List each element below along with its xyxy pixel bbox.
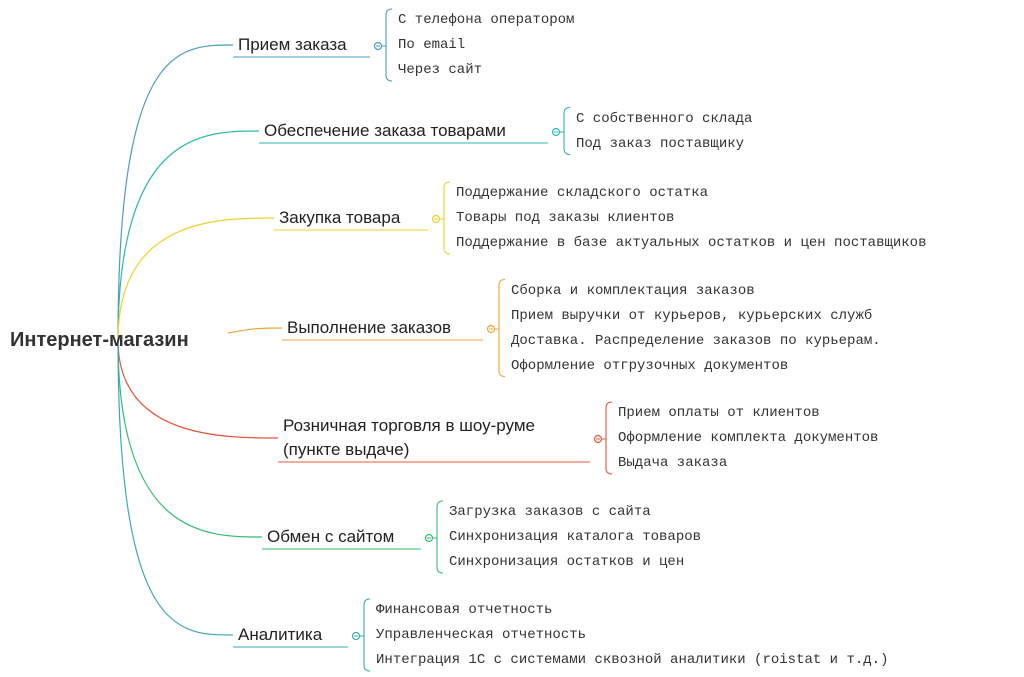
leaf-node[interactable]: Поддержание в базе актуальных остатков и… xyxy=(456,235,927,251)
children-bracket xyxy=(559,106,571,156)
branch-connector-7 xyxy=(117,339,234,636)
leaf-node[interactable]: Сборка и комплектация заказов xyxy=(511,282,755,299)
leaf-node[interactable]: По email xyxy=(398,37,466,53)
leaf-node[interactable]: Прием выручки от курьеров, курьерских сл… xyxy=(511,307,873,324)
leaf-node[interactable]: Через сайт xyxy=(398,62,483,78)
leaf-node[interactable]: Доставка. Распределение заказов по курье… xyxy=(511,332,881,349)
branch-node-2[interactable]: Обеспечение заказа товарами xyxy=(264,121,506,140)
children-bracket xyxy=(432,500,444,574)
children-bracket xyxy=(601,401,613,475)
leaf-node[interactable]: С телефона оператором xyxy=(398,12,575,28)
leaf-node[interactable]: Синхронизация остатков и цен xyxy=(449,554,685,570)
leaf-node[interactable]: Оформление комплекта документов xyxy=(618,430,879,446)
branch-node-4[interactable]: Выполнение заказов xyxy=(287,318,452,337)
leaf-node[interactable]: Выдача заказа xyxy=(618,455,728,471)
branch-node-7[interactable]: Аналитика xyxy=(238,625,323,644)
leaf-node[interactable]: С собственного склада xyxy=(576,110,753,127)
branch-node-5[interactable]: Розничная торговля в шоу-руме (пункте вы… xyxy=(283,416,535,459)
branch-connector-2 xyxy=(117,130,260,341)
leaf-node[interactable]: Загрузка заказов с сайта xyxy=(449,504,651,520)
root-node[interactable]: Интернет-магазин xyxy=(10,329,189,351)
leaf-node[interactable]: Под заказ поставщику xyxy=(576,135,745,152)
branch-connector-1 xyxy=(117,44,234,341)
leaf-node[interactable]: Поддержание складского остатка xyxy=(456,185,709,201)
branch-node-6[interactable]: Обмен с сайтом xyxy=(267,527,395,546)
leaf-node[interactable]: Прием оплаты от клиентов xyxy=(618,405,820,421)
children-bracket xyxy=(359,598,371,672)
leaf-node[interactable]: Оформление отгрузочных документов xyxy=(511,357,789,374)
children-bracket xyxy=(494,278,506,378)
branch-connector-6 xyxy=(117,339,263,538)
leaf-node[interactable]: Интеграция 1С с системами сквозной анали… xyxy=(376,652,889,668)
leaf-node[interactable]: Управленческая отчетность xyxy=(376,627,587,643)
leaf-node[interactable]: Финансовая отчетность xyxy=(376,602,553,618)
branch-node-3[interactable]: Закупка товара xyxy=(279,208,401,227)
children-bracket xyxy=(439,181,451,255)
branch-connector-3 xyxy=(117,217,275,341)
leaf-node[interactable]: Синхронизация каталога товаров xyxy=(449,529,702,545)
leaf-node[interactable]: Товары под заказы клиентов xyxy=(456,210,675,226)
branch-connector-4 xyxy=(227,327,283,334)
children-bracket xyxy=(381,8,393,82)
branch-connector-5 xyxy=(117,339,279,439)
branch-node-1[interactable]: Прием заказа xyxy=(238,35,347,54)
